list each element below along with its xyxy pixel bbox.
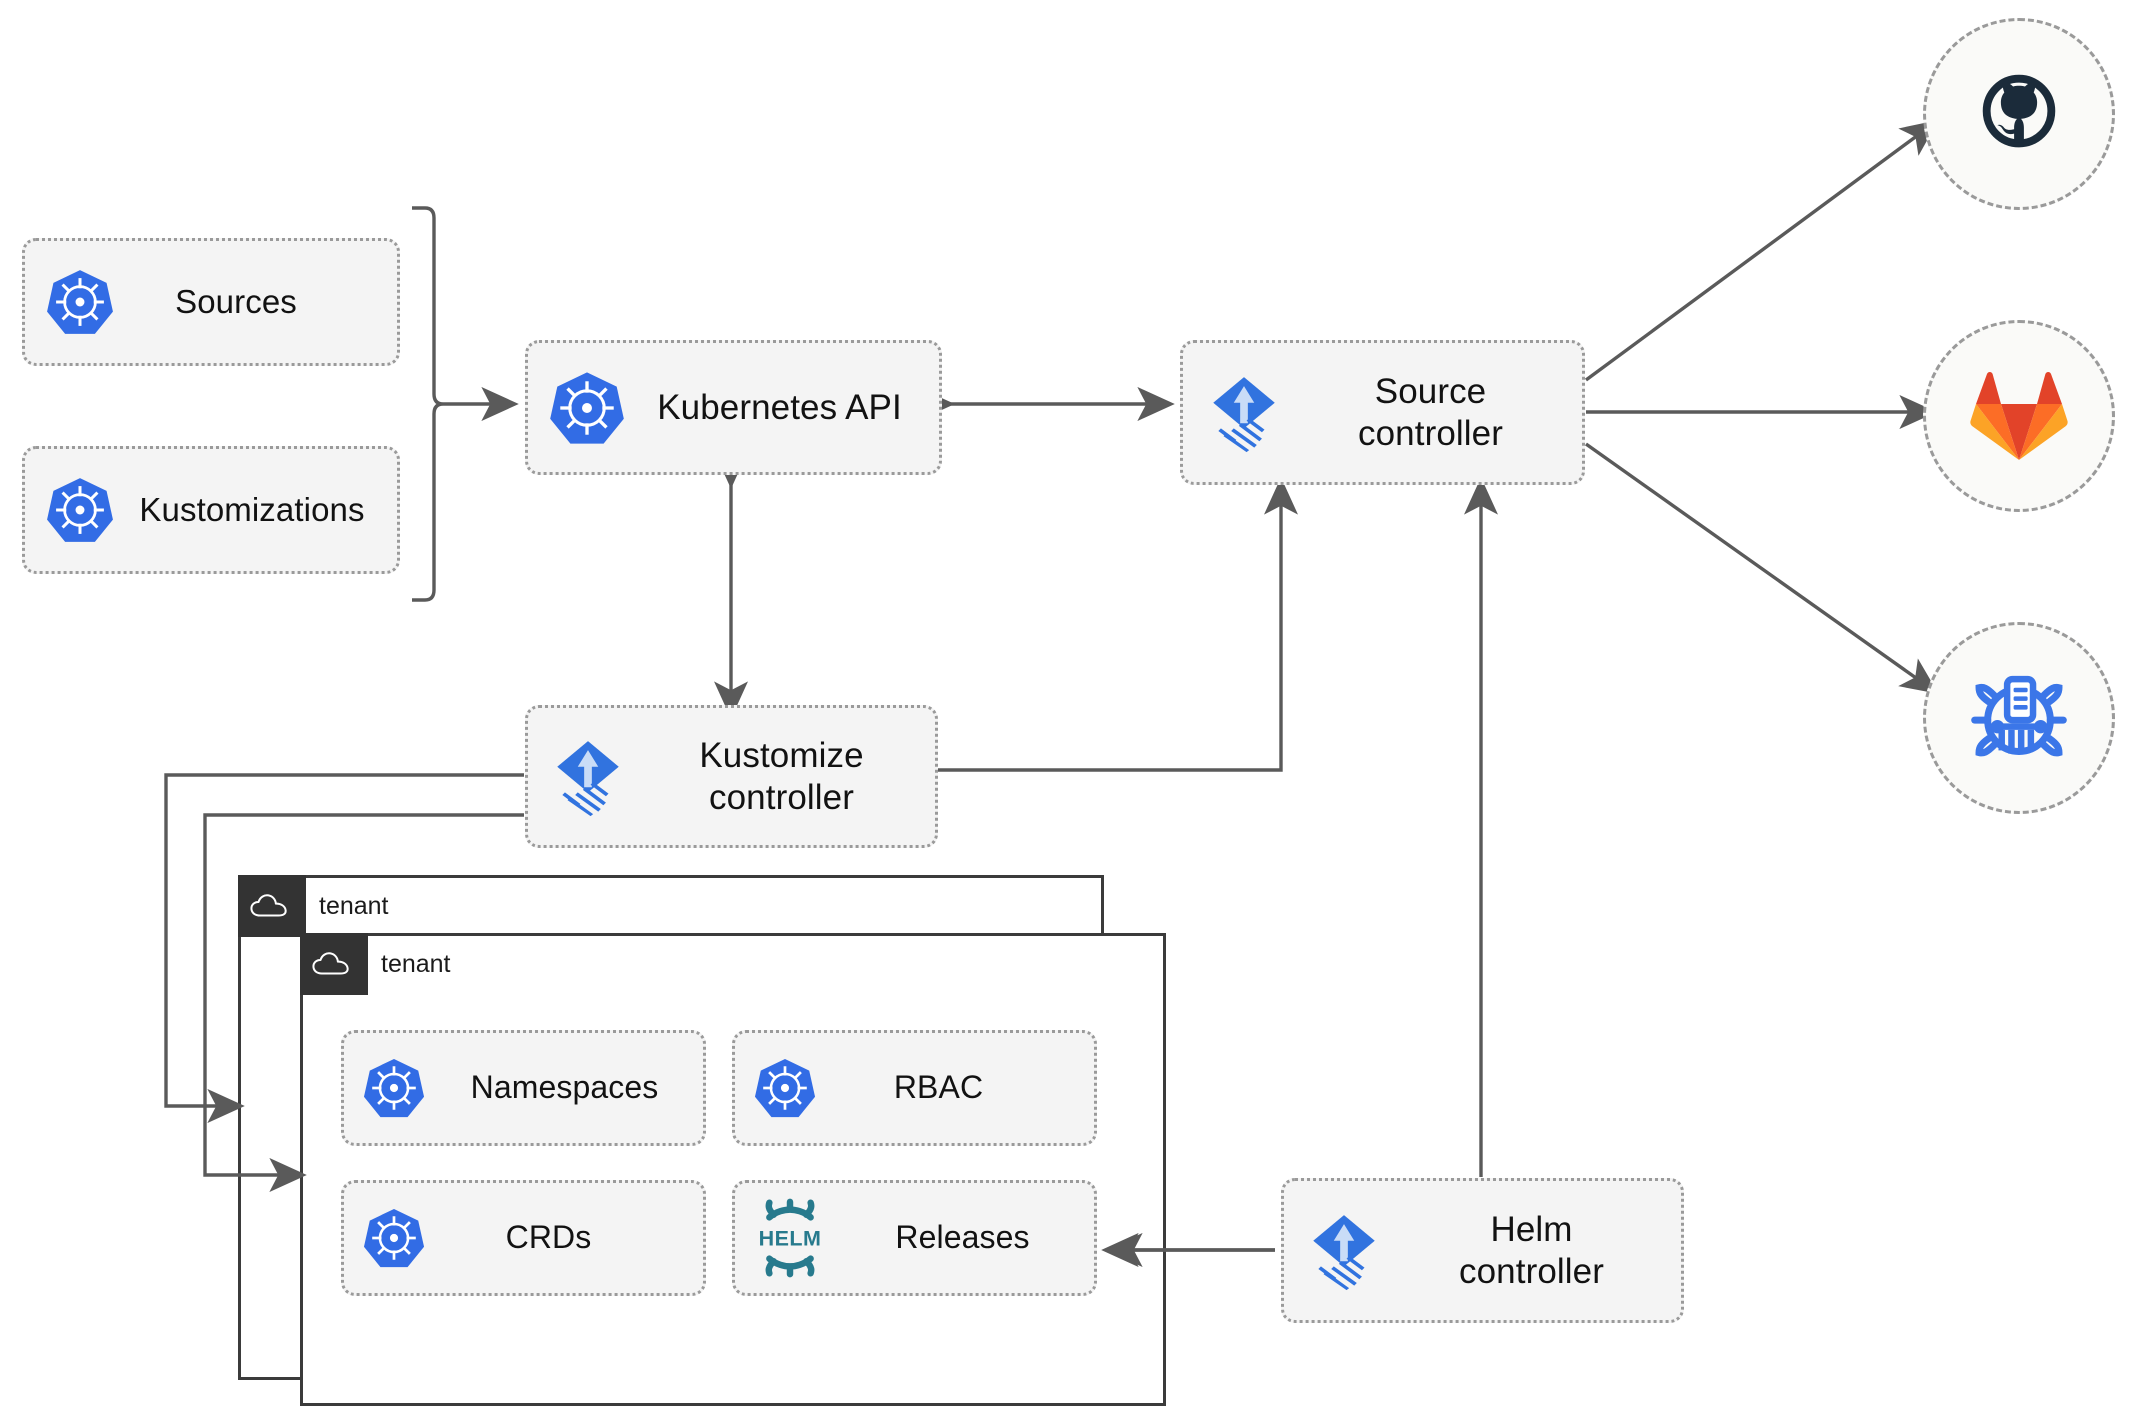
node-label: Kustomizations — [139, 490, 365, 528]
tenant-label: tenant — [381, 949, 451, 978]
node-label: CRDs — [505, 1219, 592, 1256]
kubernetes-icon — [735, 1057, 835, 1119]
helm-chart-repository-icon — [1971, 675, 2067, 757]
flux-icon — [1183, 372, 1305, 454]
kubernetes-icon — [25, 268, 135, 336]
node-label: Kustomize controller — [699, 736, 864, 817]
node-kustomize-controller[interactable]: Kustomize controller — [525, 705, 938, 848]
node-label: Namespaces — [470, 1069, 659, 1106]
node-releases[interactable]: HELM Releases — [732, 1180, 1097, 1296]
node-label: Releases — [895, 1219, 1030, 1256]
cloud-icon — [238, 892, 300, 920]
node-crds[interactable]: CRDs — [341, 1180, 706, 1296]
node-label: RBAC — [893, 1069, 984, 1106]
node-label: Source controller — [1358, 372, 1503, 453]
flux-icon — [528, 736, 648, 818]
kubernetes-icon — [528, 370, 646, 446]
repo-helm-repository[interactable] — [1923, 622, 2115, 814]
svg-text:HELM: HELM — [759, 1227, 822, 1251]
cloud-icon — [300, 950, 362, 978]
repo-gitlab[interactable] — [1923, 320, 2115, 512]
tenant-tab — [300, 933, 368, 995]
gitlab-icon — [1970, 372, 2068, 460]
node-namespaces[interactable]: Namespaces — [341, 1030, 706, 1146]
github-icon — [1982, 74, 2056, 148]
helm-icon: HELM — [735, 1195, 845, 1281]
tenant-container-inner: tenant — [300, 933, 1166, 1406]
node-helm-controller[interactable]: Helm controller — [1281, 1178, 1684, 1323]
kubernetes-icon — [344, 1207, 444, 1269]
node-source-controller[interactable]: Source controller — [1180, 340, 1585, 485]
node-label: Sources — [175, 282, 297, 320]
node-sources[interactable]: Sources — [22, 238, 400, 366]
node-label: Kubernetes API — [657, 387, 902, 427]
kubernetes-icon — [25, 476, 135, 544]
tenant-label: tenant — [319, 891, 389, 920]
node-rbac[interactable]: RBAC — [732, 1030, 1097, 1146]
node-kustomizations[interactable]: Kustomizations — [22, 446, 400, 574]
flux-icon — [1284, 1210, 1404, 1292]
tenant-tab — [238, 875, 306, 937]
node-label: Helm controller — [1459, 1210, 1604, 1291]
repo-github[interactable] — [1923, 18, 2115, 210]
kubernetes-icon — [344, 1057, 444, 1119]
